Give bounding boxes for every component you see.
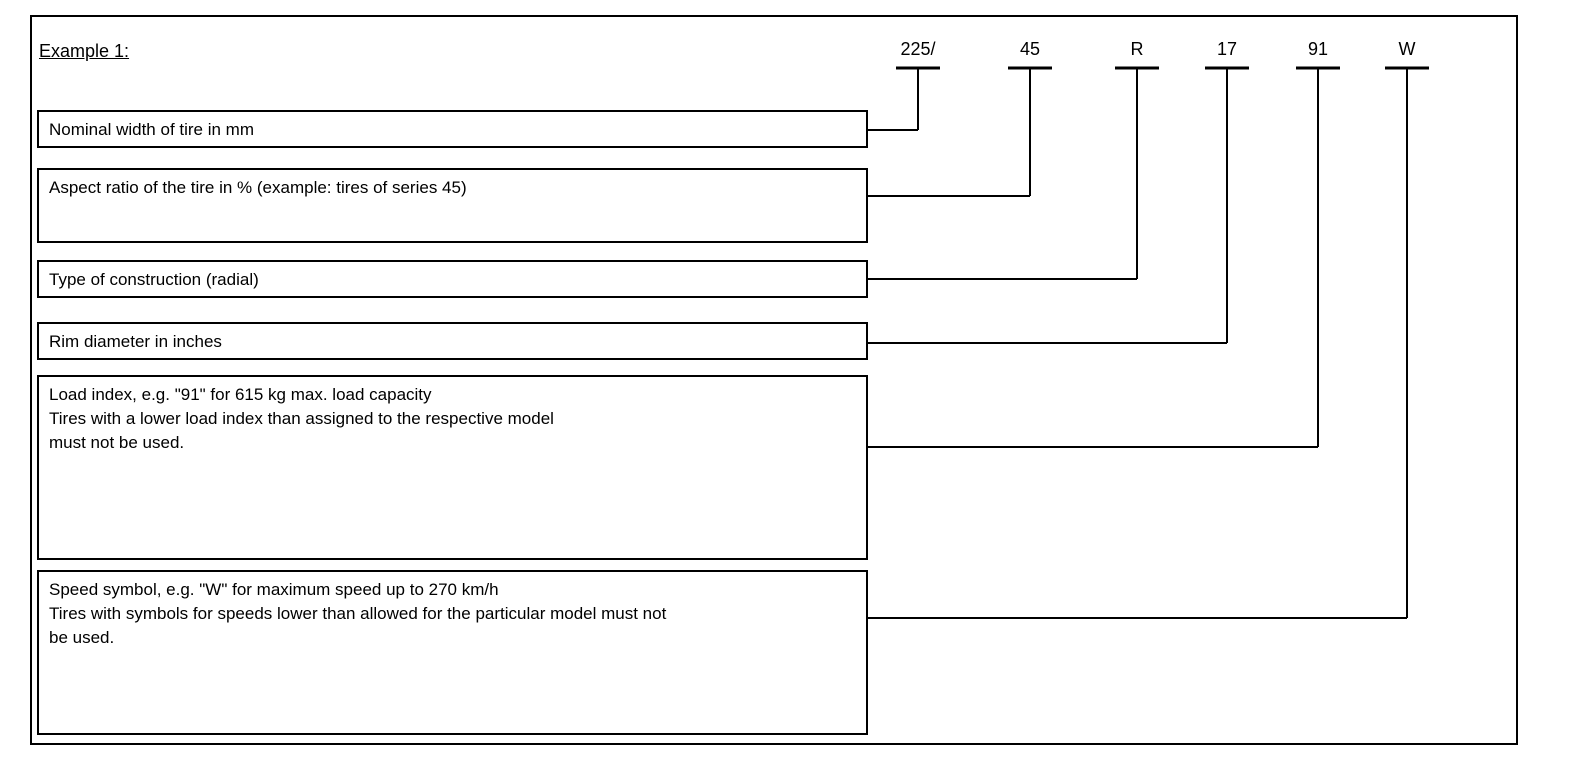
description-box-type-of-construction: Type of construction (radial)	[37, 260, 868, 298]
description-text-rim-diameter: Rim diameter in inches	[49, 332, 222, 351]
tire-code-label-1: 45	[1019, 39, 1041, 59]
description-text-speed-symbol: Speed symbol, e.g. "W" for maximum speed…	[49, 580, 667, 647]
description-box-rim-diameter: Rim diameter in inches	[37, 322, 868, 360]
description-box-load-index: Load index, e.g. "91" for 615 kg max. lo…	[37, 375, 868, 560]
description-box-nominal-width: Nominal width of tire in mm	[37, 110, 868, 148]
description-text-load-index: Load index, e.g. "91" for 615 kg max. lo…	[49, 385, 554, 452]
tire-code-label-4: 91	[1307, 39, 1329, 59]
description-text-type-of-construction: Type of construction (radial)	[49, 270, 259, 289]
description-text-nominal-width: Nominal width of tire in mm	[49, 120, 255, 139]
page-title: Example 1:	[39, 41, 130, 61]
tire-code-label-0: 225/	[900, 39, 936, 59]
description-box-aspect-ratio: Aspect ratio of the tire in % (example: …	[37, 168, 868, 243]
tire-code-label-2: R	[1130, 39, 1144, 59]
figure-outer-frame	[30, 15, 1518, 745]
tire-code-label-3: 17	[1216, 39, 1238, 59]
description-text-aspect-ratio: Aspect ratio of the tire in % (example: …	[49, 178, 467, 197]
description-box-speed-symbol: Speed symbol, e.g. "W" for maximum speed…	[37, 570, 868, 735]
tire-code-label-5: W	[1398, 39, 1416, 59]
